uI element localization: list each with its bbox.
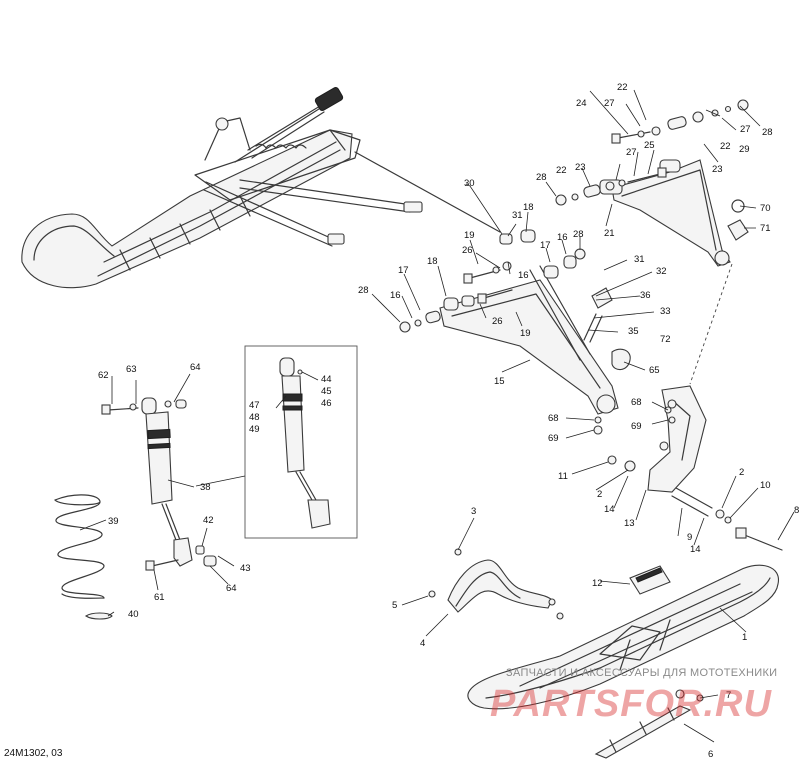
callout-18: 18 (523, 202, 534, 213)
callout-64: 64 (190, 362, 201, 373)
figure-code: 24M1302, 03 (4, 748, 63, 759)
callout-27: 27 (740, 124, 751, 135)
callout-14: 14 (690, 544, 701, 555)
callout-43: 43 (240, 563, 251, 574)
callout-2: 2 (597, 489, 602, 500)
callout-65: 65 (649, 365, 660, 376)
callout-3: 3 (471, 506, 476, 517)
callout-28: 28 (762, 127, 773, 138)
callout-72: 72 (660, 334, 671, 345)
callout-36: 36 (640, 290, 651, 301)
callout-11: 11 (558, 471, 568, 482)
callout-27: 27 (604, 98, 615, 109)
callout-45: 45 (321, 386, 332, 397)
callout-12: 12 (592, 578, 603, 589)
callout-48: 48 (249, 412, 260, 423)
callout-16: 16 (390, 290, 401, 301)
callout-10: 10 (760, 480, 771, 491)
callout-leader-lines (79, 89, 795, 743)
shock-absorber (101, 397, 217, 571)
assembled-ski-suspension-illustration (21, 87, 501, 289)
callout-68: 68 (548, 413, 559, 424)
callout-70: 70 (760, 203, 771, 214)
callout-42: 42 (203, 515, 214, 526)
callout-14: 14 (604, 504, 615, 515)
callout-28: 28 (358, 285, 369, 296)
callout-46: 46 (321, 398, 332, 409)
callout-69: 69 (631, 421, 642, 432)
callout-25: 25 (644, 140, 655, 151)
callout-64: 64 (226, 583, 237, 594)
callout-26: 26 (492, 316, 503, 327)
callout-1: 1 (742, 632, 747, 643)
callout-16: 16 (557, 232, 568, 243)
callout-63: 63 (126, 364, 137, 375)
callout-27: 27 (626, 147, 637, 158)
callout-22: 22 (617, 82, 628, 93)
callout-31: 31 (512, 210, 523, 221)
callout-18: 18 (427, 256, 438, 267)
callout-40: 40 (128, 609, 139, 620)
callout-15: 15 (494, 376, 505, 387)
callout-2: 2 (739, 467, 744, 478)
ski-leg-saddle (428, 548, 671, 620)
callout-8: 8 (794, 505, 799, 516)
callout-71: 71 (760, 223, 771, 234)
callout-9: 9 (687, 532, 692, 543)
spindle-and-steering-arm (583, 263, 783, 551)
callout-35: 35 (628, 326, 639, 337)
callout-23: 23 (712, 164, 723, 175)
callout-13: 13 (624, 518, 635, 529)
callout-21: 21 (604, 228, 615, 239)
callout-68: 68 (631, 397, 642, 408)
callout-47: 47 (249, 400, 260, 411)
callout-16: 16 (518, 270, 529, 281)
callout-28: 28 (536, 172, 547, 183)
callout-44: 44 (321, 374, 332, 385)
callout-24: 24 (576, 98, 587, 109)
callout-39: 39 (108, 516, 119, 527)
callout-31: 31 (634, 254, 645, 265)
callout-17: 17 (398, 265, 409, 276)
callout-7: 7 (726, 690, 731, 701)
callout-38: 38 (200, 482, 211, 493)
callout-labels: 1 2 2 3 4 5 6 7 8 9 10 11 12 13 14 14 15… (98, 82, 799, 760)
callout-61: 61 (154, 592, 165, 603)
shock-variant-inset (244, 345, 358, 539)
callout-17: 17 (540, 240, 551, 251)
watermark-tagline: ЗАПЧАСТИ И АКСЕССУАРЫ ДЛЯ МОТОТЕХНИКИ (506, 667, 778, 679)
watermark-logo: PARTSFOR.RU (490, 683, 772, 725)
callout-23: 23 (575, 162, 586, 173)
callout-49: 49 (249, 424, 260, 435)
callout-6: 6 (708, 749, 713, 760)
callout-32: 32 (656, 266, 667, 277)
callout-19: 19 (464, 230, 475, 241)
coil-spring (54, 494, 113, 620)
callout-33: 33 (660, 306, 671, 317)
ski (467, 564, 779, 759)
callout-4: 4 (420, 638, 425, 649)
callout-19: 19 (520, 328, 531, 339)
callout-22: 22 (720, 141, 731, 152)
hardware-fasteners (399, 99, 749, 333)
callout-26: 26 (462, 245, 473, 256)
callout-5: 5 (392, 600, 397, 611)
callout-69: 69 (548, 433, 559, 444)
callout-29: 29 (739, 144, 750, 155)
callout-30: 30 (464, 178, 475, 189)
callout-22: 22 (556, 165, 567, 176)
callout-62: 62 (98, 370, 109, 381)
callout-28: 28 (573, 229, 584, 240)
